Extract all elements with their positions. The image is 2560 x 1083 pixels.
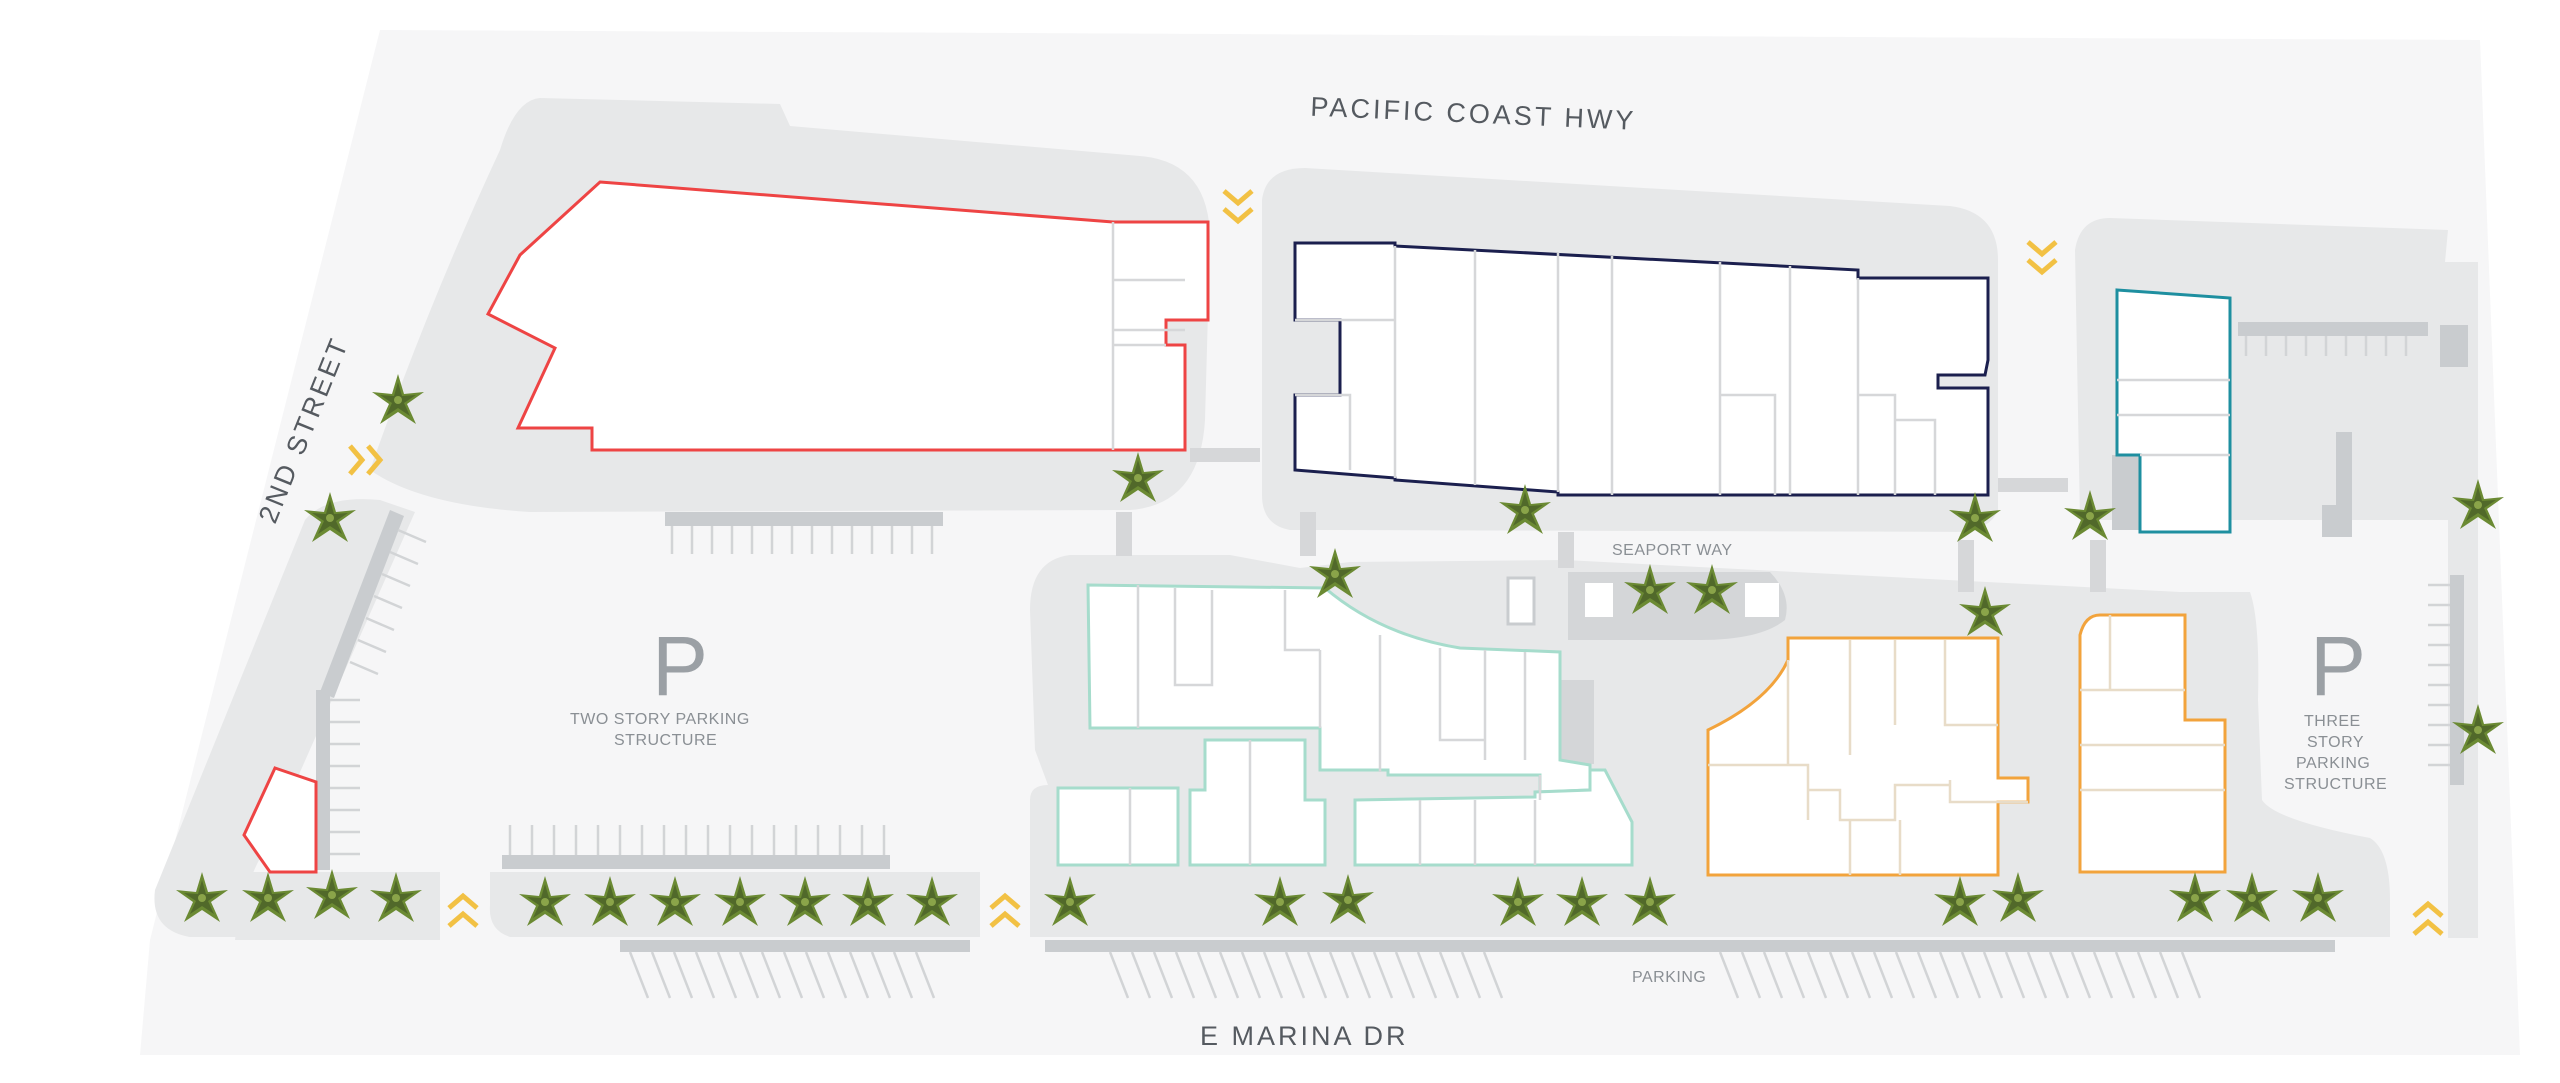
stall-bar-2story <box>502 855 890 869</box>
lot-west-strip <box>154 499 440 940</box>
median-box-1 <box>1585 583 1613 617</box>
stall-bar-west-vert <box>316 690 330 870</box>
three-story-line-4: STRUCTURE <box>2284 776 2387 793</box>
stall-bar-bottom-left <box>620 940 970 952</box>
orange-east <box>2078 613 2227 874</box>
ne-block-3 <box>2322 505 2352 537</box>
two-story-line-2: STRUCTURE <box>614 732 717 749</box>
crosswalk-5 <box>1558 532 1574 568</box>
ne-block-4 <box>2112 455 2140 530</box>
crosswalk-7 <box>2090 540 2106 592</box>
kiosk <box>1506 576 1536 626</box>
building-red-northwest <box>485 180 1210 452</box>
service-block <box>1560 680 1594 764</box>
mint-s-3 <box>1353 768 1634 867</box>
crosswalks <box>1116 448 2106 592</box>
three-story-line-2: STORY <box>2307 734 2364 751</box>
building-teal-northeast <box>2115 288 2232 534</box>
stall-bar-ne <box>2238 322 2428 336</box>
stall-bar-nw <box>665 512 943 526</box>
navy-inner-lines <box>1295 246 1937 495</box>
label-parking-bottom: PARKING <box>1632 969 1706 986</box>
mint-inner-lines <box>1128 585 1542 865</box>
crosswalk-2 <box>1998 478 2068 492</box>
parking-stalls <box>316 322 2468 952</box>
orange-inner-lines <box>1708 615 2225 875</box>
street-e-marina-dr: E MARINA DR <box>1200 1021 1409 1051</box>
street-seaport-way: SEAPORT WAY <box>1612 542 1733 559</box>
mint-sw-1 <box>1056 786 1180 867</box>
teal-outline <box>2115 288 2232 534</box>
parking-p-icon: P <box>2310 619 2366 713</box>
three-story-line-3: PARKING <box>2296 755 2370 772</box>
crosswalk-6 <box>1958 540 1974 592</box>
lot-west-bottom <box>159 872 440 937</box>
crosswalk-4 <box>1300 512 1316 556</box>
stall-lines <box>330 336 2450 999</box>
three-story-line-1: THREE <box>2304 713 2361 730</box>
parking-p-icon: P <box>652 619 708 713</box>
building-navy-north <box>1293 241 1990 497</box>
seaport-way-strip <box>1290 530 1990 555</box>
ne-block-2 <box>2336 432 2352 514</box>
stall-bar-west-diag <box>320 510 404 698</box>
crosswalk-3 <box>1116 512 1132 556</box>
ne-block-1 <box>2440 325 2468 367</box>
seaport-median <box>1506 572 1787 764</box>
stall-bar-east-vert <box>2450 575 2464 785</box>
red-inner-lines <box>1111 222 1185 450</box>
crosswalk-1 <box>1190 448 1260 462</box>
teal-inner-lines <box>2117 378 2230 457</box>
median-body <box>1568 572 1787 640</box>
stall-bar-bottom-main <box>1045 940 2335 952</box>
mint-sw-2 <box>1188 738 1327 867</box>
navy-outline <box>1293 241 1990 497</box>
two-story-line-1: TWO STORY PARKING <box>570 711 750 728</box>
building-red-west <box>242 766 318 874</box>
red-outline <box>485 180 1210 452</box>
median-box-2 <box>1745 583 1779 617</box>
